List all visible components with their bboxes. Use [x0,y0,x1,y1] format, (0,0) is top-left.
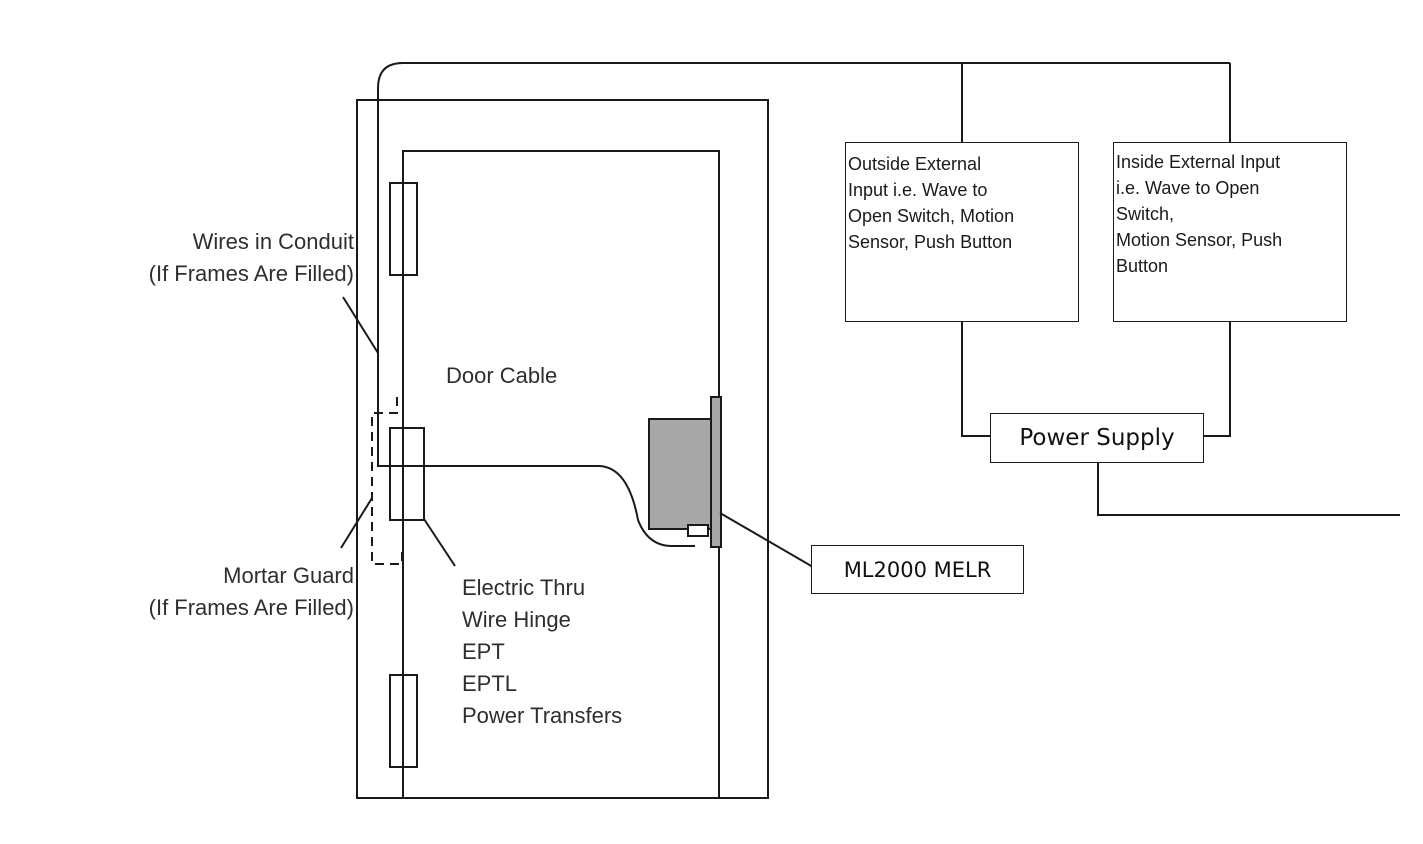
mortar-guard-outline [371,397,403,565]
mortar-guard-line2: (If Frames Are Filled) [148,595,354,620]
outside-input-line: Outside External [848,154,982,174]
inside-input-line: Inside External Input [1116,152,1281,172]
lock-faceplate [710,396,722,548]
wires-conduit-line1: Wires in Conduit [192,229,354,254]
conduit-wire [377,62,766,547]
psu-output-wire [1097,463,1400,516]
hinge-middle [389,427,425,521]
outside-input-line: Open Switch, Motion [848,206,1015,226]
lock-model-text: ML2000 MELR [843,557,992,582]
leader-wires-conduit [342,296,379,354]
lock-model-box: ML2000 MELR [811,545,1024,594]
mortar-guard-line1: Mortar Guard [223,563,354,588]
outside-input-box: Outside External Input i.e. Wave to Open… [845,142,1079,322]
door-cable-label: Door Cable [446,363,558,388]
leader-lock [719,512,814,568]
inside-input-line: Button [1116,256,1169,276]
leader-hinge [423,518,456,567]
wire-inside-to-psu [1203,322,1231,437]
wires-conduit-line2: (If Frames Are Filled) [148,261,354,286]
hinge-list-item: EPTL [462,671,518,696]
inside-input-line: Motion Sensor, Push [1116,230,1283,250]
wires-conduit-label: Wires in Conduit (If Frames Are Filled) [40,226,354,290]
leader-mortar-guard [340,497,373,549]
mortar-guard-label: Mortar Guard (If Frames Are Filled) [40,560,354,624]
wire-outside-to-psu [961,322,990,437]
hinge-list-label: Electric Thru Wire Hinge EPT EPTL Power … [462,572,622,732]
hinge-list-item: Power Transfers [462,703,623,728]
hinge-bottom [389,674,418,768]
outside-input-line: Input i.e. Wave to [848,180,988,200]
hinge-list-item: Electric Thru [462,575,586,600]
door-frame [356,99,769,799]
hinge-list-item: EPT [462,639,505,664]
inside-input-line: i.e. Wave to Open [1116,178,1260,198]
power-supply-text: Power Supply [1019,425,1175,451]
lock-connector [687,524,709,537]
hinge-list-item: Wire Hinge [462,607,571,632]
power-supply-box: Power Supply [990,413,1204,463]
lock-body [648,418,712,530]
inside-input-box: Inside External Input i.e. Wave to Open … [1113,142,1347,322]
hinge-top [389,182,418,276]
inside-input-line: Switch, [1116,204,1175,224]
outside-input-line: Sensor, Push Button [848,232,1013,252]
